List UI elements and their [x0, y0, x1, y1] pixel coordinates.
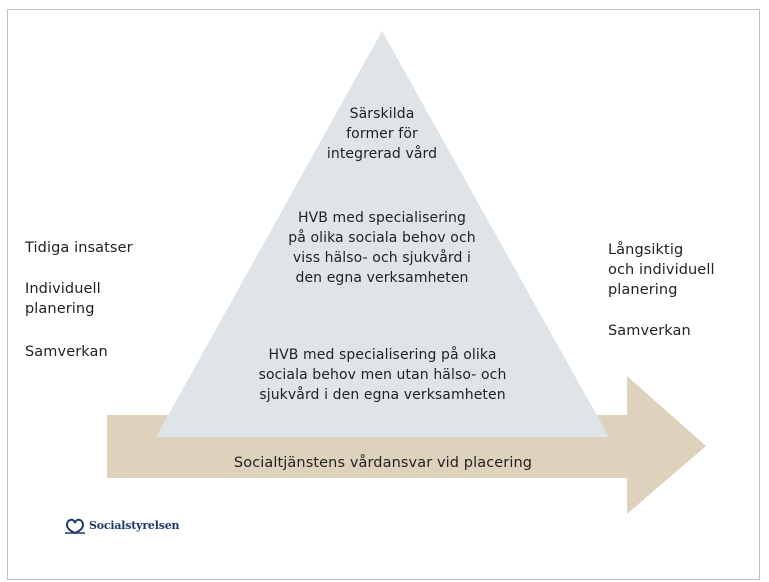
arrow-label: Socialtjänstens vårdansvar vid placering	[233, 455, 533, 471]
pyramid-top-text: Särskilda former för integrerad vård	[326, 106, 438, 162]
right-item-long-term-planning: Långsiktig och individuell planering	[608, 242, 715, 298]
pyramid-bottom-text: HVB med specialisering på olika sociala …	[258, 347, 507, 403]
left-item-collaboration: Samverkan	[25, 344, 108, 360]
logo-text: Socialstyrelsen	[89, 518, 180, 532]
left-item-individual-planning: Individuell planering	[25, 281, 101, 317]
care-pyramid	[156, 31, 609, 437]
right-item-collaboration: Samverkan	[608, 323, 691, 339]
socialstyrelsen-logo-icon	[65, 518, 85, 534]
care-responsibility-arrow	[107, 376, 706, 514]
left-item-early-interventions: Tidiga insatser	[25, 240, 133, 256]
socialstyrelsen-logo: Socialstyrelsen	[64, 516, 179, 534]
pyramid-middle-text: HVB med specialisering på olika sociala …	[288, 210, 476, 286]
